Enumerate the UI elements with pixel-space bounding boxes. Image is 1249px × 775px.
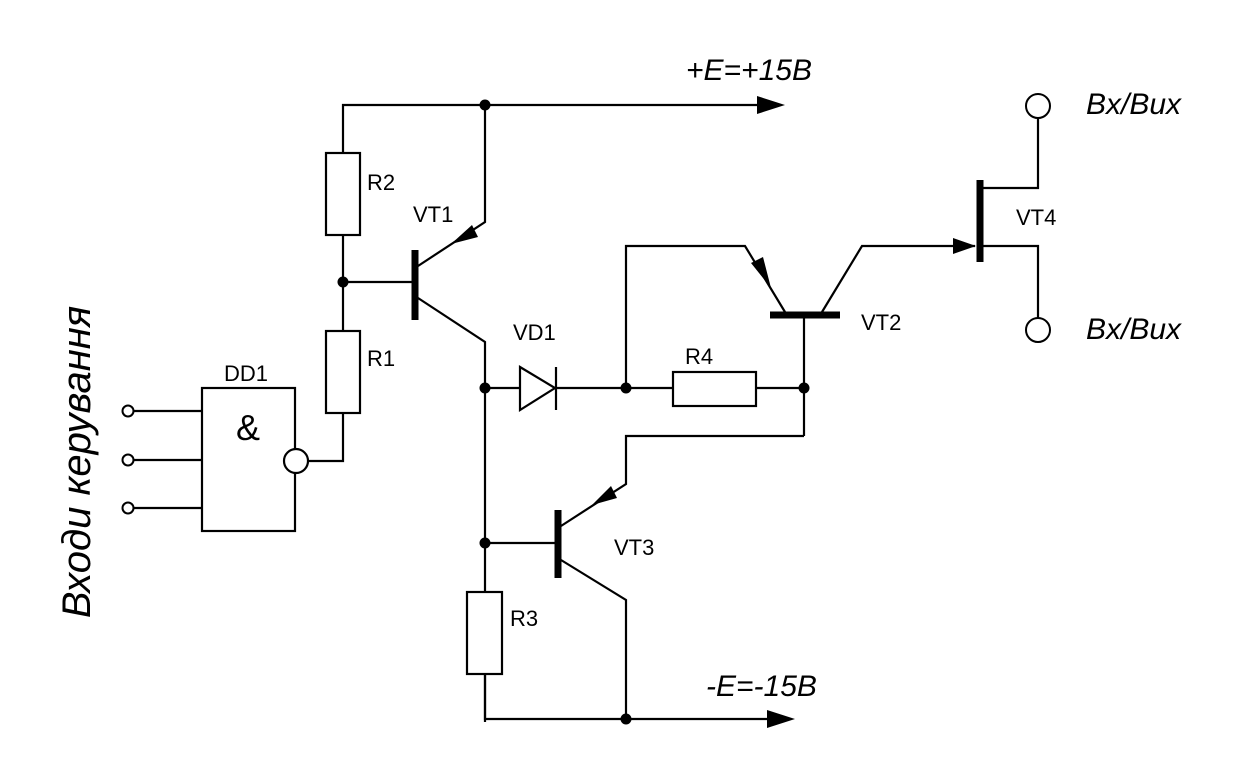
negative-supply-rail — [483, 674, 795, 728]
resistor-r1 — [308, 329, 362, 463]
terminal-bottom[interactable] — [1025, 317, 1051, 343]
control-inputs-label: Входи керування — [55, 306, 99, 618]
transistor-vt1 — [411, 105, 487, 388]
vd1-label: VD1 — [513, 320, 556, 345]
resistor-r2 — [324, 151, 362, 282]
control-input-3[interactable] — [121, 501, 135, 515]
r4-label: R4 — [685, 344, 713, 369]
vt1-label: VT1 — [413, 202, 453, 227]
resistor-r3 — [465, 590, 504, 676]
diode-vd1 — [518, 365, 673, 412]
control-input-1[interactable] — [121, 404, 135, 418]
gate-symbol: & — [236, 407, 260, 448]
vt4-label: VT4 — [1016, 205, 1056, 230]
resistor-r4 — [671, 370, 810, 408]
negative-supply-label: -E=-15B — [706, 670, 817, 703]
vt2-label: VT2 — [861, 310, 901, 335]
transistor-vt2 — [624, 238, 976, 436]
dd1-label: DD1 — [224, 361, 268, 386]
r3-label: R3 — [510, 606, 538, 631]
transistor-vt4 — [976, 93, 1051, 343]
nand-gate-dd1 — [121, 386, 310, 533]
vt1-base-node — [337, 276, 415, 331]
terminal-bottom-label: Bx/Bux — [1086, 313, 1182, 346]
r2-label: R2 — [367, 170, 395, 195]
terminal-top-label: Bx/Bux — [1086, 88, 1182, 121]
transistor-vt3 — [479, 434, 804, 722]
positive-supply-rail — [341, 96, 785, 153]
control-input-2[interactable] — [121, 453, 135, 467]
terminal-top[interactable] — [1025, 93, 1051, 119]
vt3-label: VT3 — [614, 535, 654, 560]
positive-supply-label: +E=+15B — [686, 54, 812, 87]
r1-label: R1 — [367, 346, 395, 371]
